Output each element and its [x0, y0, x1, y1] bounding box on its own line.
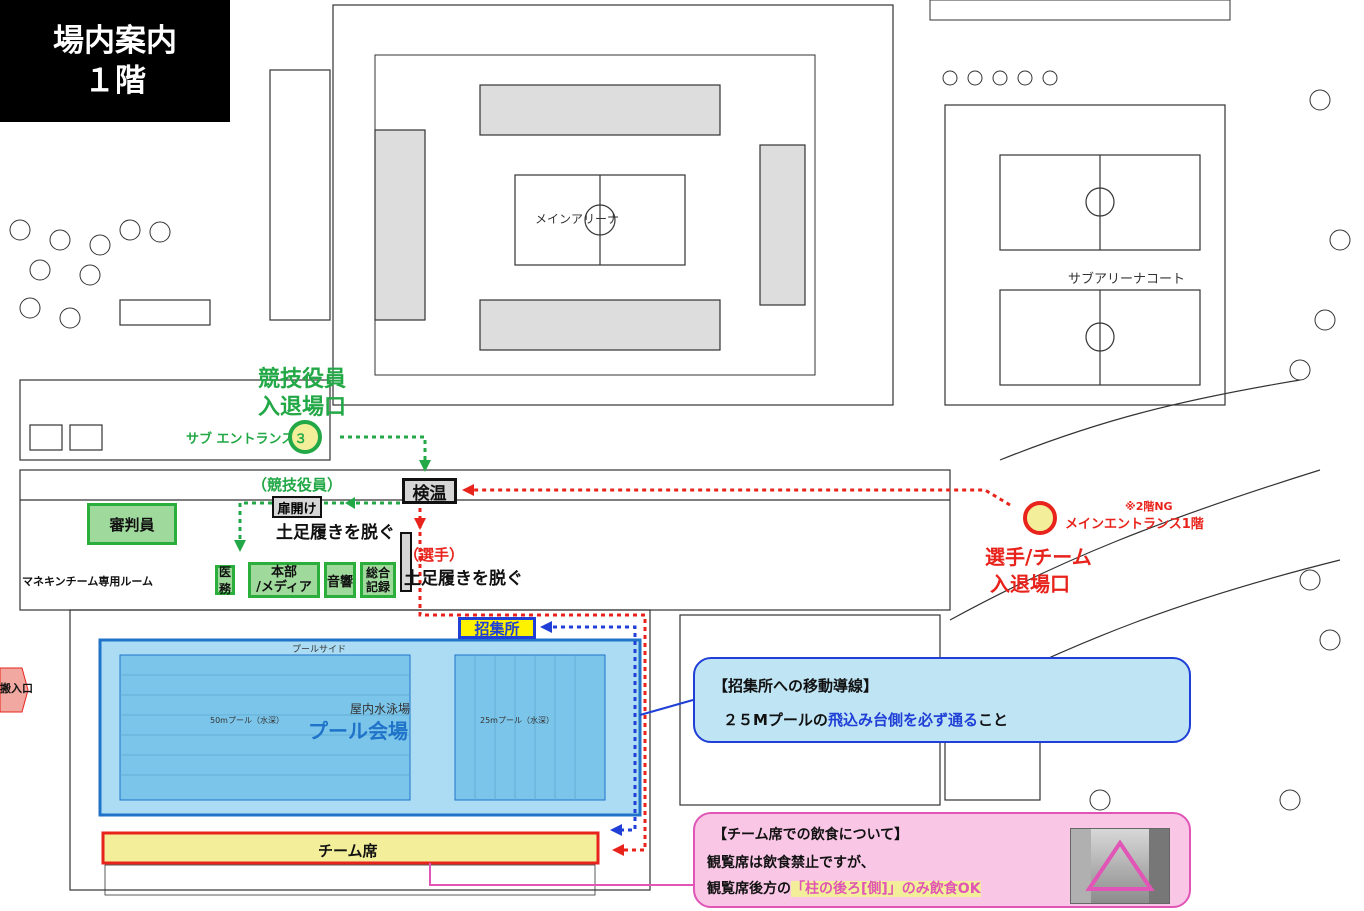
main-arena-label: メインアリーナ [535, 212, 620, 226]
medical-room: 医務 [215, 565, 235, 596]
pool-25m-label: 25mプール（水深） [480, 716, 554, 725]
sound-room: 音響 [324, 562, 356, 598]
food-callout-line2: 観覧席後方の「柱の後ろ[側]」のみ飲食OK [707, 878, 981, 898]
records-label: 記録 [365, 580, 390, 594]
athletes-route [470, 488, 1011, 507]
entrance-left-label: 搬入口 [0, 682, 33, 695]
shoes-off-officials: 土足履きを脱ぐ [276, 523, 395, 543]
officials-entrance-marker [288, 420, 322, 454]
food-callout-title: 【チーム席での飲食について】 [713, 827, 909, 843]
officials-route [340, 435, 427, 465]
route-callout: 【招集所への移動導線】 ２５Mプールの飛込み台側を必ず通ること [693, 657, 1191, 743]
hq-label: 本部 [270, 565, 297, 580]
pool-50m-label: 50mプール（水深） [210, 716, 284, 725]
food-line2-highlight: 「柱の後ろ[側]」のみ飲食OK [791, 881, 981, 897]
officials-entrance-label: 競技役員 [258, 367, 347, 392]
media-label: /メディア [256, 580, 312, 595]
officials-entrance-label-2: 入退場口 [258, 395, 347, 420]
main-arena-building [332, 4, 894, 406]
second-floor-ng-label: ※2階NG [1125, 500, 1173, 513]
team-seats-label: チーム席 [318, 842, 378, 860]
pool-venue-label: プール会場 [308, 719, 408, 743]
map-title-line1: 場内案内 [53, 23, 177, 59]
sub-arena-court-label: サブアリーナコート [1068, 272, 1186, 287]
assembly-area-label: 招集所 [458, 617, 536, 639]
team-seats-area [101, 831, 600, 865]
athletes-tag: （選手） [404, 546, 465, 564]
seating-photo-drawing [1071, 829, 1169, 903]
hq-media-room: 本部 /メディア [248, 562, 320, 598]
indoor-pool-label: 屋内水泳場 [350, 702, 411, 716]
food-callout-line1: 観覧席は飲食禁止ですが、 [707, 855, 875, 871]
route-text-prefix: ２５Mプールの [723, 711, 828, 729]
map-title: 場内案内 １階 [0, 0, 230, 122]
team-entrance-label-2: 入退場口 [990, 572, 1070, 596]
sub-entrance3-label: サブ エントランス３ [186, 432, 308, 447]
food-callout: 【チーム席での飲食について】 観覧席は飲食禁止ですが、 観覧席後方の「柱の後ろ[… [693, 812, 1191, 908]
general-records-room: 総合 記録 [360, 562, 396, 598]
shoes-off-athletes: 土足履きを脱ぐ [404, 569, 523, 589]
route-text-suffix: こと [977, 711, 1008, 729]
seating-photo [1070, 828, 1170, 904]
route-callout-text: ２５Mプールの飛込み台側を必ず通ること [723, 709, 1008, 730]
team-entrance-label: 選手/チーム [985, 545, 1092, 569]
team-entrance-marker [1023, 501, 1057, 535]
officials-tag: （競技役員） [252, 474, 343, 495]
door-open-box: 扉開け [272, 496, 322, 518]
athletes-route-2 [418, 500, 647, 852]
food-line2-prefix: 観覧席後方の [707, 881, 791, 897]
referees-room: 審判員 [87, 503, 177, 545]
athletes-gate [400, 532, 412, 592]
map-title-floor: １階 [84, 63, 146, 99]
route-callout-title: 【招集所への移動導線】 [713, 677, 879, 695]
main-entrance1-label: メインエントランス1階 [1065, 517, 1204, 532]
pool-side-label: プールサイド [292, 645, 347, 655]
general-label: 総合 [365, 566, 390, 580]
temperature-check-box: 検温 [402, 478, 457, 504]
route-text-highlight: 飛込み台側を必ず通る [827, 711, 978, 729]
manekin-room-label: マネキンチーム専用ルーム [22, 575, 154, 588]
